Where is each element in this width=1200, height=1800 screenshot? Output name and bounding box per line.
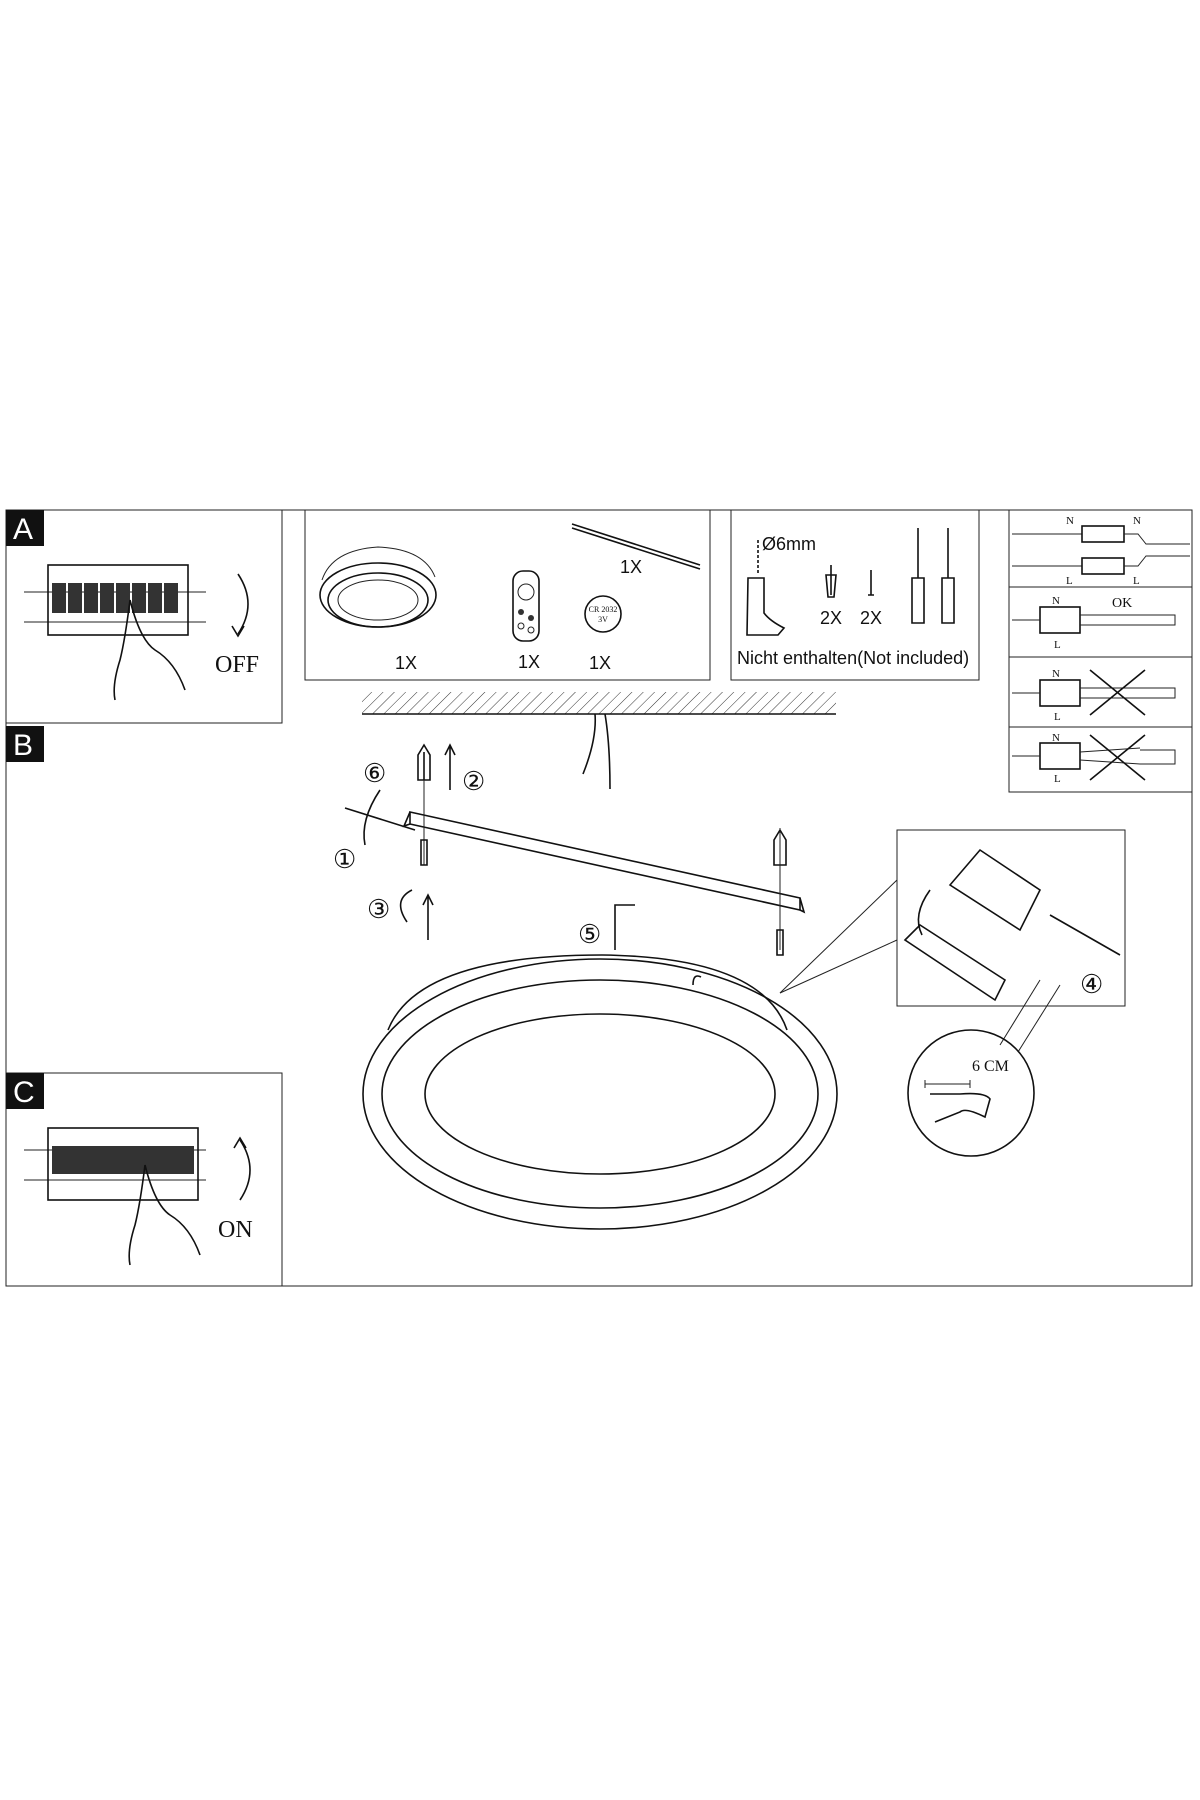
- bracket-qty: 1X: [620, 557, 642, 577]
- section-b-badge: [6, 726, 44, 762]
- section-a-label: A: [13, 513, 33, 546]
- section-b-label: B: [13, 729, 33, 762]
- strip-length-detail: 6 CM: [907, 1029, 1035, 1157]
- step-3: ③: [367, 895, 390, 924]
- off-label: OFF: [215, 652, 259, 678]
- arrow-in-icon: [344, 807, 416, 831]
- on-label: ON: [218, 1217, 253, 1243]
- live-label: L: [1054, 773, 1061, 785]
- drill-size: Ø6mm: [762, 534, 816, 554]
- live-label-right: L: [1133, 575, 1140, 587]
- flat-screwdriver-icon: [941, 528, 955, 624]
- neutral-label: N: [1052, 595, 1060, 607]
- terminal-detail-box: [896, 829, 1126, 1007]
- battery-qty: 1X: [589, 653, 611, 673]
- battery-label-2: 3V: [598, 615, 608, 624]
- wiring-wrong-example-1: N L: [1012, 668, 1176, 723]
- battery-label-1: CR 2032: [589, 605, 618, 614]
- not-included-note: Nicht enthalten(Not included): [737, 648, 969, 668]
- hand-icon: [128, 1164, 201, 1266]
- cross-icon: [1089, 734, 1146, 781]
- section-a-badge: [6, 510, 44, 546]
- tools-box: Ø6mm 2X 2X Nicht enthalten(Not included): [730, 509, 980, 681]
- section-c-label: C: [13, 1076, 35, 1109]
- rotate-arrow-icon: [399, 889, 413, 923]
- rotate-arrow-icon: [363, 789, 381, 846]
- wiring-terminal-diagram: N N L L: [1012, 515, 1190, 587]
- step-c-panel: C ON: [5, 1072, 283, 1287]
- remote-control-icon: [512, 570, 540, 642]
- hand-icon: [113, 599, 186, 701]
- wiring-correct-example: N L OK: [1012, 595, 1176, 651]
- anchor-screw-left: [417, 743, 431, 866]
- anchor-qty: 2X: [820, 608, 842, 628]
- ceiling-lamp: [362, 954, 838, 1230]
- cross-icon: [1089, 669, 1146, 716]
- remote-qty: 1X: [518, 652, 540, 672]
- ceiling-cable: [582, 713, 611, 790]
- mounting-bracket: [402, 811, 806, 914]
- live-label: L: [1054, 639, 1061, 651]
- anchor-screw-right: [773, 828, 787, 956]
- neutral-label: N: [1052, 732, 1060, 744]
- wiring-wrong-example-2: N L: [1012, 732, 1176, 785]
- lamp-qty: 1X: [395, 653, 417, 673]
- arrow-up-icon: [444, 743, 456, 790]
- circuit-breaker-panel-icon: [24, 1127, 206, 1266]
- section-c-badge: [6, 1073, 44, 1109]
- drill-icon: [746, 540, 786, 636]
- circuit-breaker-panel-icon: [24, 564, 206, 701]
- neutral-label: N: [1052, 668, 1060, 680]
- arrow-up-icon: [239, 1139, 251, 1201]
- terminal-block: [948, 848, 1042, 932]
- arrow-up-icon: [422, 893, 434, 940]
- step-2: ②: [462, 767, 485, 796]
- screw-qty: 2X: [860, 608, 882, 628]
- arrow-up-right-icon: [614, 904, 635, 950]
- step-1: ①: [333, 845, 356, 874]
- wall-anchor-icon: [825, 565, 837, 598]
- live-label: L: [1054, 711, 1061, 723]
- terminal-cover: [903, 923, 1007, 1002]
- step-a-panel: A OFF: [5, 509, 283, 724]
- parts-box: 1X 1X CR 2032 3V 1X 1X: [304, 509, 711, 681]
- battery-icon: CR 2032 3V: [584, 595, 622, 633]
- phillips-screwdriver-icon: [911, 528, 925, 624]
- strip-length-label: 6 CM: [972, 1058, 1009, 1075]
- wiring-guide: N N L L N L OK N L N L: [1008, 509, 1193, 793]
- lamp-thumbnail: [319, 546, 437, 628]
- step-4: ④: [1080, 970, 1103, 999]
- step-numbers: ① ② ③ ④ ⑤ ⑥: [333, 759, 1103, 999]
- step-5: ⑤: [578, 920, 601, 949]
- step-6: ⑥: [363, 759, 386, 788]
- neutral-label-left: N: [1066, 515, 1074, 527]
- arrow-down-icon: [237, 573, 249, 635]
- ceiling: [362, 692, 836, 714]
- neutral-label-right: N: [1133, 515, 1141, 527]
- screw-icon: [868, 570, 874, 596]
- live-label-left: L: [1066, 575, 1073, 587]
- mounting-bracket-thumbnail: [571, 523, 701, 570]
- ok-label: OK: [1112, 596, 1132, 611]
